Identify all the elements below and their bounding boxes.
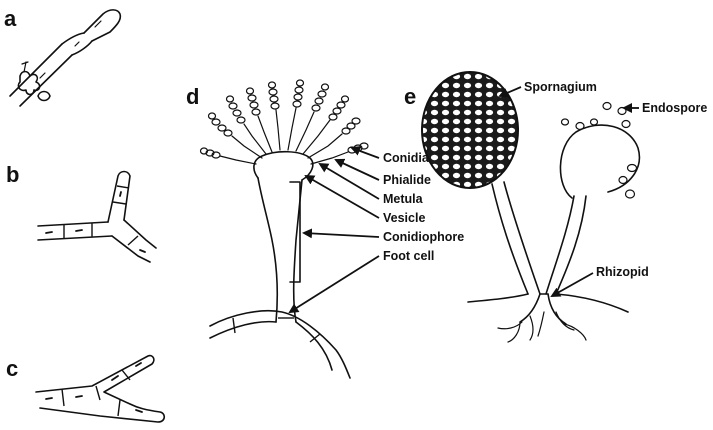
arrow-metula bbox=[320, 164, 379, 199]
rhizopus-drawing bbox=[422, 72, 639, 342]
label-foot-cell: Foot cell bbox=[383, 249, 434, 263]
sporangium-body bbox=[422, 72, 518, 188]
label-vesicle: Vesicle bbox=[383, 211, 425, 225]
label-conidia: Conidia bbox=[383, 151, 430, 165]
panel-letter-b: b bbox=[6, 162, 19, 187]
hypha-c-drawing bbox=[36, 356, 164, 422]
arrow-foot-cell bbox=[290, 256, 379, 312]
label-rhizopid: Rhizopid bbox=[596, 265, 649, 279]
aspergillus-drawing bbox=[201, 80, 369, 378]
panel-e: e Spornagium Endospore Rhizopid bbox=[404, 72, 707, 342]
arrow-vesicle bbox=[306, 176, 379, 218]
label-metula: Metula bbox=[383, 192, 424, 206]
label-phialide: Phialide bbox=[383, 173, 431, 187]
label-conidiophore: Conidiophore bbox=[383, 230, 464, 244]
arrow-conidia bbox=[352, 148, 379, 158]
panel-letter-a: a bbox=[4, 6, 17, 31]
panel-letter-d: d bbox=[186, 84, 199, 109]
panel-a: a bbox=[4, 6, 120, 106]
panel-b: b bbox=[6, 162, 156, 262]
arrow-rhizopid bbox=[552, 273, 593, 296]
panel-letter-e: e bbox=[404, 84, 416, 109]
panel-letter-c: c bbox=[6, 356, 18, 381]
arrow-conidiophore bbox=[304, 233, 379, 237]
label-sporangium: Spornagium bbox=[524, 80, 597, 94]
hypha-a-drawing bbox=[10, 10, 120, 106]
panel-c: c bbox=[6, 356, 164, 422]
label-endospore: Endospore bbox=[642, 101, 707, 115]
hypha-b-drawing bbox=[38, 172, 156, 263]
